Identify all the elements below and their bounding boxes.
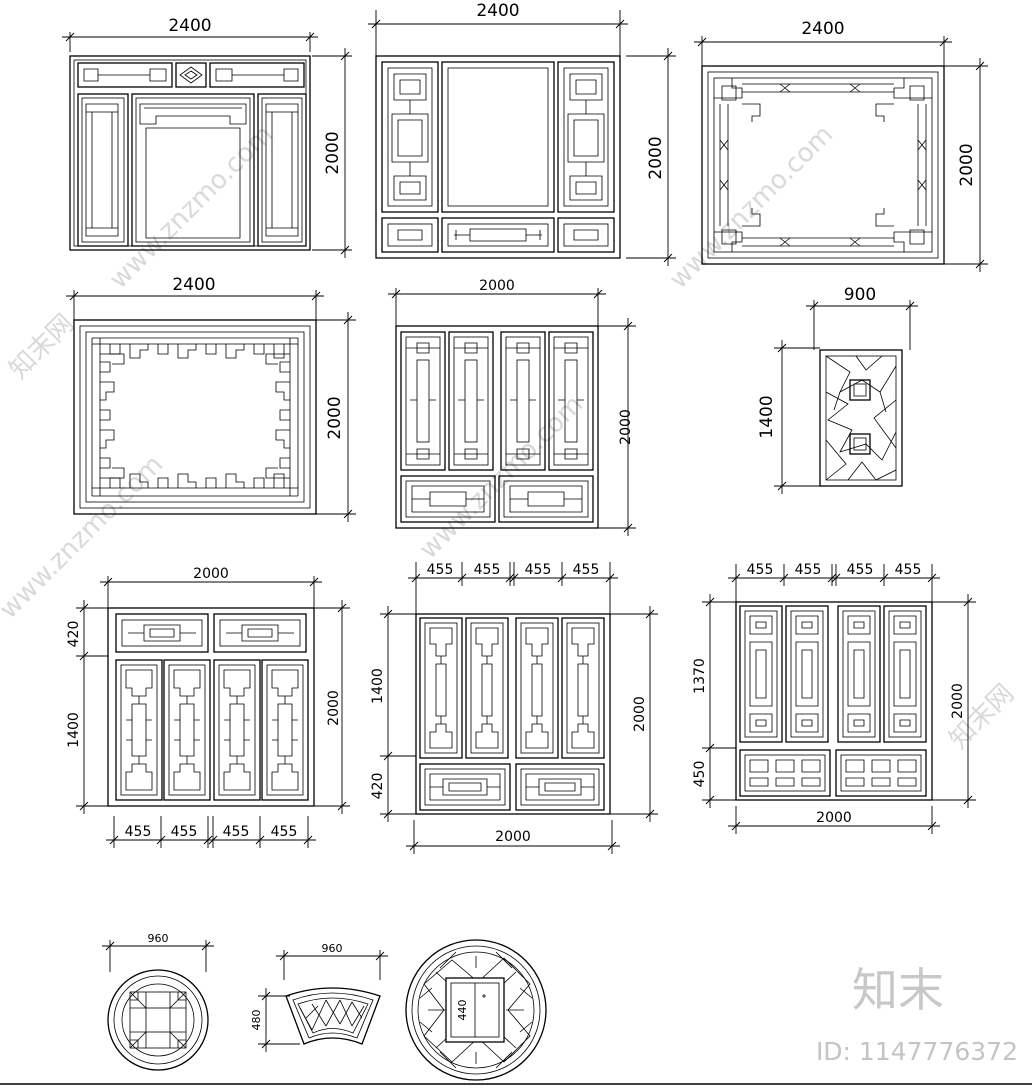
dim-panel-width: 455 — [847, 562, 874, 578]
window-elevation-2: 2400 2000 — [368, 1, 676, 266]
dim-width: 2400 — [801, 19, 844, 39]
dim-width: 2000 — [495, 829, 531, 845]
brand-logo: 知末 ID: 1147776372 — [816, 963, 1018, 1066]
round-window-2: 440 — [405, 939, 547, 1081]
watermark-text: www.znzmo.com — [104, 120, 279, 295]
dim-height: 2000 — [957, 143, 977, 186]
dim-height: 1400 — [757, 395, 777, 438]
watermark-text: www.znzmo.com — [664, 120, 839, 295]
fan-window: 960 480 — [250, 942, 388, 1052]
dim-height: 2000 — [325, 396, 345, 439]
dim-width: 2400 — [476, 1, 519, 21]
dim-height: 2000 — [618, 409, 634, 445]
dim-width: 2000 — [193, 566, 229, 582]
dim-panel-width: 455 — [895, 562, 922, 578]
dim-panel-width: 455 — [427, 562, 454, 578]
dim-panel-width: 455 — [125, 824, 152, 840]
dim-panel-width: 455 — [223, 824, 250, 840]
dim-panel-width: 455 — [795, 562, 822, 578]
dim-width: 2000 — [816, 810, 852, 826]
dim-width: 2000 — [479, 278, 515, 294]
dim-height: 480 — [250, 1010, 263, 1031]
logo-text: 知末 — [852, 963, 944, 1017]
dim-top-height: 1400 — [370, 668, 386, 704]
window-elevation-9: 455 455 455 455 1370 450 2000 — [692, 562, 976, 834]
dim-panel-width: 455 — [171, 824, 198, 840]
dim-top-height: 1370 — [692, 658, 708, 694]
dim-height: 2000 — [326, 690, 342, 726]
dim-panel-width: 455 — [474, 562, 501, 578]
dim-panel-width: 455 — [271, 824, 298, 840]
round-window-1: 960 — [102, 932, 214, 1071]
watermark-brand: 知末网 — [4, 309, 80, 385]
dim-mid-height: 1400 — [66, 712, 82, 748]
dim-label: 440 — [456, 1000, 469, 1021]
window-elevation-6: 900 1400 — [757, 285, 918, 494]
dim-height: 2000 — [950, 683, 966, 719]
window-elevation-7: 2000 420 1400 2000 — [66, 566, 350, 848]
dim-panel-width: 455 — [525, 562, 552, 578]
window-elevation-5: 2000 2000 — [388, 278, 636, 536]
dim-panel-width: 455 — [573, 562, 600, 578]
dim-bottom-height: 450 — [692, 761, 708, 788]
dim-width: 900 — [844, 285, 876, 305]
dim-width: 960 — [148, 932, 169, 945]
dim-width: 960 — [322, 942, 343, 955]
dim-height: 2000 — [323, 131, 343, 174]
dim-height: 2000 — [632, 696, 648, 732]
window-elevation-8: 455 455 455 455 1400 420 2000 — [370, 562, 658, 854]
window-elevation-4: 2400 2000 — [66, 275, 356, 522]
dim-width: 2400 — [172, 275, 215, 295]
dim-width: 2400 — [168, 16, 211, 36]
dim-height: 2000 — [646, 136, 666, 179]
watermark-text: www.znzmo.com — [0, 450, 169, 625]
id-label: ID: 1147776372 — [816, 1037, 1018, 1066]
dim-top-height: 420 — [66, 621, 82, 648]
window-elevation-3: 2400 2000 — [694, 19, 988, 272]
dim-panel-width: 455 — [747, 562, 774, 578]
dim-bottom-height: 420 — [370, 773, 386, 800]
window-elevation-1: 2400 2000 — [62, 16, 352, 258]
